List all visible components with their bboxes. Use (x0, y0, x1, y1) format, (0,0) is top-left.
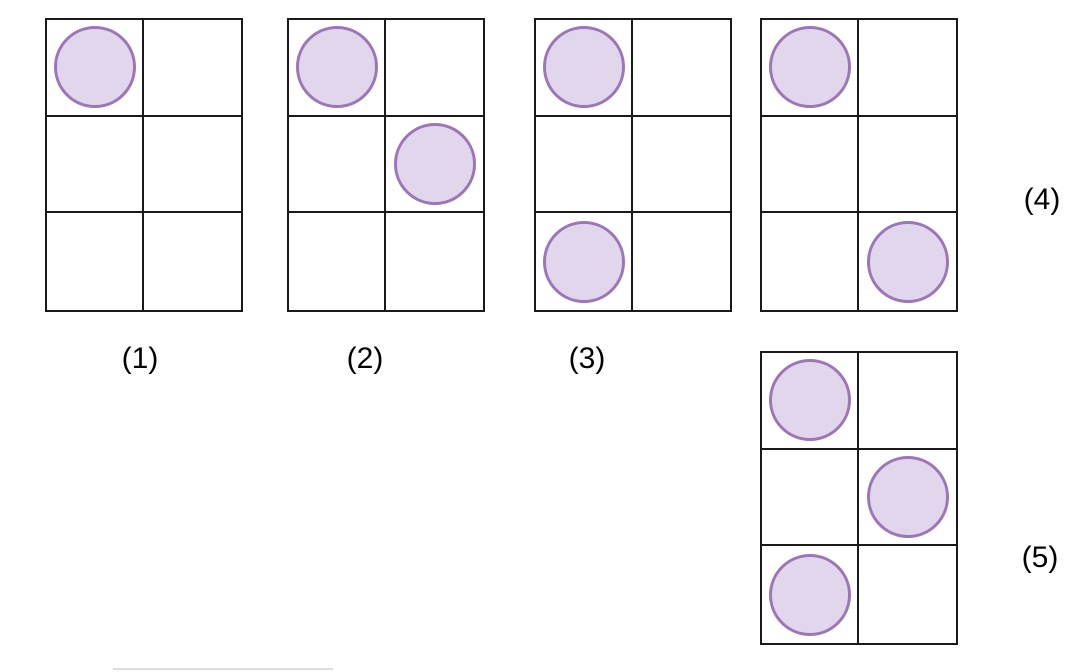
grid-cell (762, 213, 859, 310)
counter-circle (768, 26, 851, 109)
grid-2 (287, 18, 485, 312)
grid-cell (633, 117, 730, 214)
grid-cell (859, 20, 956, 117)
grid-1-label: (1) (121, 342, 159, 375)
grid-cell (536, 213, 633, 310)
counter-circle (768, 553, 851, 636)
grid-2-label: (2) (346, 342, 384, 375)
grid-cell (47, 213, 144, 310)
counter-circle (295, 26, 378, 109)
grid-cell (859, 353, 956, 450)
grid-cell (144, 213, 241, 310)
grid-cell (762, 116, 859, 214)
counter-circle (542, 26, 625, 109)
counter-circle (866, 220, 949, 303)
counter-circle (866, 455, 949, 538)
grid-cell (289, 116, 386, 214)
grid-cell (386, 213, 483, 310)
grid-cell (859, 117, 956, 214)
grid-cell (144, 117, 241, 214)
grid-cell (289, 213, 386, 310)
grid-5 (760, 351, 958, 645)
grid-4 (760, 18, 958, 312)
grid-cell (536, 116, 633, 214)
grid-cell (386, 20, 483, 117)
grid-3 (534, 18, 732, 312)
grid-cell (144, 20, 241, 117)
grid-cell (386, 117, 483, 214)
grid-cell (859, 213, 956, 310)
grid-3-label: (3) (568, 342, 606, 375)
counter-circle (768, 359, 851, 442)
counter-circle (542, 220, 625, 303)
grid-cell (536, 20, 633, 117)
grid-cell (633, 20, 730, 117)
grid-cell (859, 546, 956, 643)
grid-cell (762, 353, 859, 450)
counter-circle (53, 26, 136, 109)
grid-cell (859, 450, 956, 547)
grid-cell (762, 546, 859, 643)
grid-cell (289, 20, 386, 117)
grid-cell (47, 20, 144, 117)
partial-divider-line (113, 668, 333, 670)
grid-1 (45, 18, 243, 312)
counter-circle (393, 122, 476, 205)
grid-cell (762, 20, 859, 117)
grid-cell (762, 449, 859, 547)
grid-4-label: (4) (1023, 183, 1061, 216)
grid-5-label: (5) (1021, 541, 1059, 574)
grid-cell (47, 116, 144, 214)
grid-cell (633, 213, 730, 310)
